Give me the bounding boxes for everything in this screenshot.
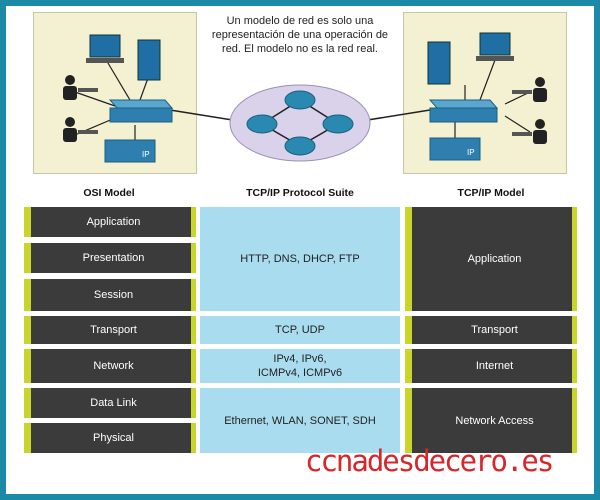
protocols-application-text: HTTP, DNS, DHCP, FTP (240, 253, 360, 265)
user-icon (512, 77, 547, 144)
osi-layer-transport: Transport (24, 316, 196, 344)
osi-layer-network: Network (24, 349, 196, 383)
osi-layer-label: Presentation (82, 252, 145, 264)
osi-layer-physical: Physical (24, 423, 196, 453)
osi-layer-label: Data Link (90, 397, 137, 409)
tcpip-layer-application: Application (405, 207, 577, 311)
tcpip-model-header: TCP/IP Model (457, 187, 525, 199)
osi-layer-application: Application (24, 207, 196, 237)
protocols-transport: TCP, UDP (200, 316, 400, 344)
left-network: IP (63, 34, 174, 163)
osi-layer-label: Session (93, 289, 134, 301)
protocols-transport-text: TCP, UDP (275, 324, 325, 336)
server-icon (137, 39, 161, 81)
protocols-network-line1: IPv4, IPv6, (273, 353, 327, 365)
osi-layer-label: Physical (93, 432, 134, 444)
osi-layer-session: Session (24, 279, 196, 311)
protocols-network: IPv4, IPv6, ICMPv4, ICMPv6 (200, 349, 400, 383)
tcpip-layer-label: Application (467, 253, 522, 265)
tcpip-layer-network-access: Network Access (405, 388, 577, 453)
diagram-caption: Un modelo de red es solo una representac… (211, 15, 389, 55)
osi-layer-label: Application (86, 216, 141, 228)
protocols-link: Ethernet, WLAN, SONET, SDH (200, 388, 400, 453)
router-cloud (229, 84, 371, 162)
osi-layer-label: Transport (90, 324, 137, 336)
protocols-application: HTTP, DNS, DHCP, FTP (200, 207, 400, 311)
osi-model-header: OSI Model (83, 187, 135, 199)
tcpip-layer-transport: Transport (405, 316, 577, 344)
osi-layer-label: Network (93, 360, 134, 372)
protocols-link-text: Ethernet, WLAN, SONET, SDH (224, 414, 376, 427)
tcpip-layer-label: Network Access (455, 414, 534, 427)
brand-watermark: ccnadesdecero.es (305, 444, 554, 478)
monitor-icon (89, 34, 121, 58)
osi-layer-presentation: Presentation (24, 243, 196, 273)
protocols-network-line2: ICMPv4, ICMPv6 (257, 367, 343, 379)
ip-phone-icon (104, 139, 156, 163)
tcpip-layer-label: Internet (475, 360, 514, 372)
monitor-icon (479, 32, 511, 56)
ip-phone-icon (429, 137, 481, 161)
router-icon (246, 90, 354, 156)
user-icon (63, 75, 98, 142)
switch-icon (428, 99, 499, 109)
svg-text:IP: IP (142, 150, 150, 159)
svg-text:IP: IP (467, 148, 475, 157)
protocol-suite-header: TCP/IP Protocol Suite (246, 187, 354, 199)
tcpip-layer-internet: Internet (405, 349, 577, 383)
right-network: IP (427, 32, 547, 161)
switch-icon (108, 99, 174, 109)
osi-layer-data-link: Data Link (24, 388, 196, 418)
tcpip-layer-label: Transport (471, 324, 518, 336)
server-icon (427, 41, 451, 85)
